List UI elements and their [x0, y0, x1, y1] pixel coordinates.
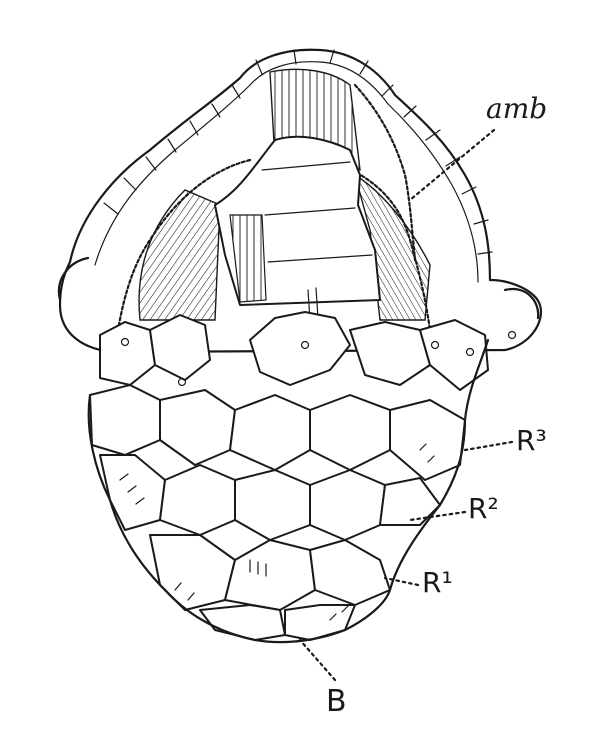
tegmen: [57, 48, 543, 354]
plate: [419, 319, 489, 391]
leader-b: [298, 638, 337, 682]
label-r3: R³: [516, 424, 547, 457]
leader-r1: [383, 576, 420, 587]
leader-r3: [463, 440, 514, 452]
leader-lines: [298, 128, 514, 682]
plate: [249, 311, 351, 386]
label-amb: amb: [486, 92, 548, 125]
plate: [349, 321, 431, 386]
plate: [149, 314, 211, 381]
label-b: B: [326, 684, 347, 719]
plate: [99, 321, 156, 386]
leader-r2: [408, 510, 467, 522]
calyx-plates: [87, 311, 517, 644]
leader-amb: [408, 128, 496, 202]
label-r2: R²: [468, 492, 499, 525]
rim-segments: [103, 49, 493, 255]
label-r1: R¹: [422, 566, 453, 599]
